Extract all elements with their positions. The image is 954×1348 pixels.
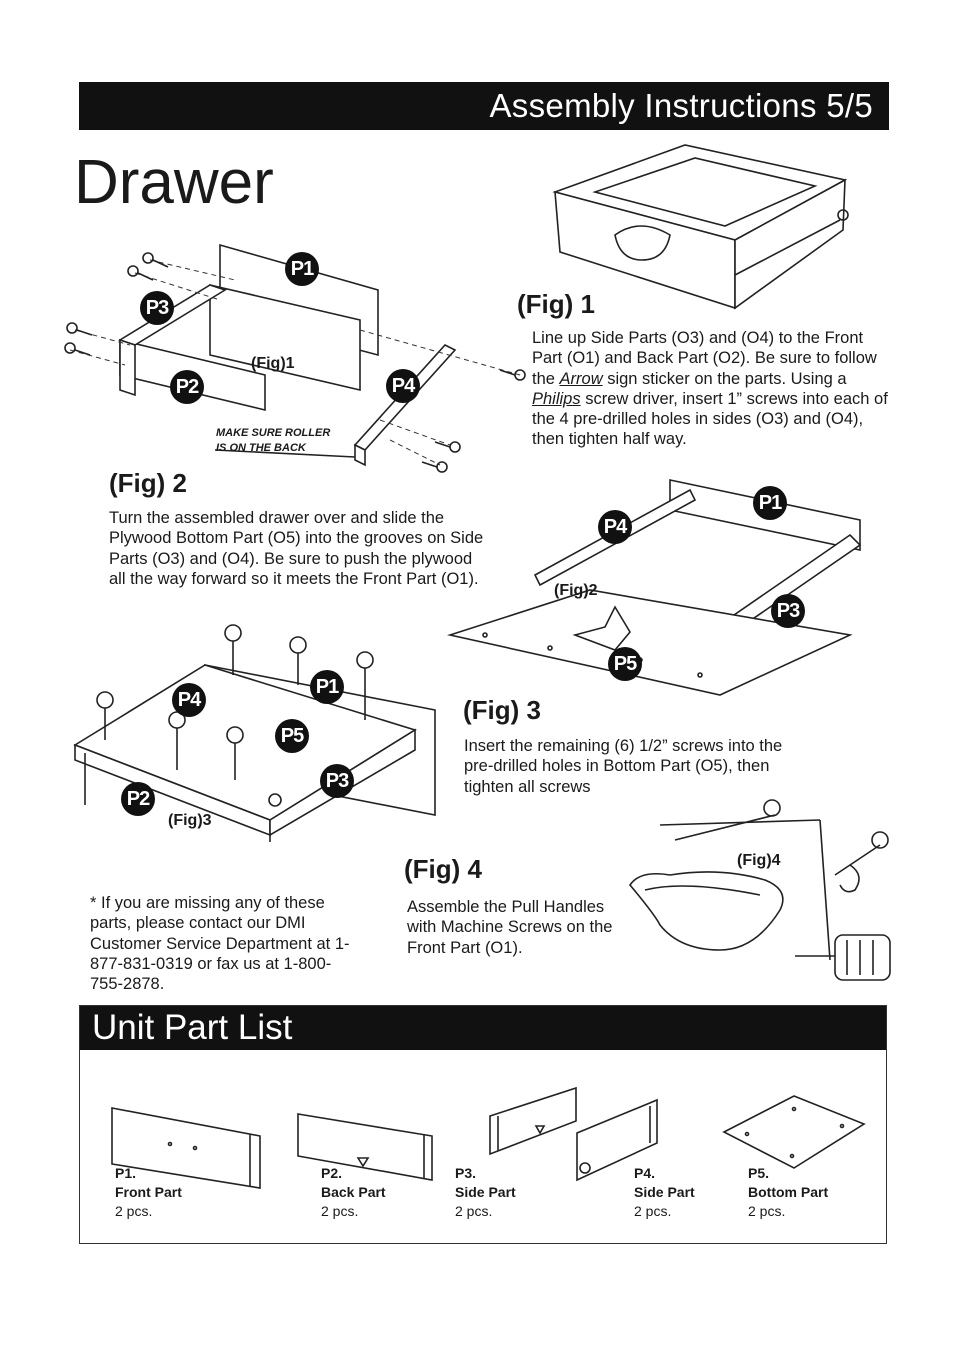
part-p3-id: P3. [455, 1165, 477, 1181]
part-p4-id: P4. [634, 1165, 656, 1181]
fig3-badge-p1: P1 [310, 670, 344, 704]
part-p5-id: P5. [748, 1165, 770, 1181]
fig2-label: (Fig) 2 [109, 468, 187, 498]
fig1-text-part-3: screw driver, insert 1” screws into each… [532, 389, 888, 449]
fig1-text-part-2: sign sticker on the parts. Using a [602, 369, 847, 388]
fig1-badge-p4: P4 [386, 369, 420, 403]
assembled-drawer-illustration [552, 144, 849, 310]
fig2-diagram-caption: (Fig)2 [554, 582, 598, 599]
fig1-text: Line up Side Parts (O3) and (O4) to the … [532, 328, 894, 450]
part-p2-name: Back Part [321, 1184, 386, 1200]
header-title: Assembly Instructions 5/5 [489, 87, 873, 124]
fig3-badge-p5: P5 [275, 719, 309, 753]
part-p3-label: P3. Side Part 2 pcs. [455, 1164, 516, 1221]
missing-parts-note: * If you are missing any of these parts,… [90, 894, 350, 994]
fig1-text-arrow: Arrow [559, 369, 603, 388]
fig2-badge-p4: P4 [598, 510, 632, 544]
fig1-diagram-caption: (Fig)1 [251, 355, 295, 372]
part-p1-front-illustration [111, 1107, 261, 1189]
fig1-label: (Fig) 1 [517, 289, 595, 319]
fig3-badge-p2: P2 [121, 782, 155, 816]
fig4-handle-diagram [629, 799, 891, 981]
fig1-exploded-diagram [64, 243, 526, 473]
part-p5-name: Bottom Part [748, 1184, 829, 1200]
roller-note-line-2: IS ON THE BACK [216, 442, 306, 454]
unit-part-list-title: Unit Part List [92, 1008, 293, 1047]
fig3-badge-p3: P3 [320, 764, 354, 798]
part-p4-name: Side Part [634, 1184, 695, 1200]
fig1-badge-p3: P3 [140, 291, 174, 325]
fig2-text: Turn the assembled drawer over and slide… [109, 509, 484, 588]
fig4-label: (Fig) 4 [404, 854, 482, 884]
fig2-badge-p1: P1 [753, 486, 787, 520]
fig3-label: (Fig) 3 [463, 695, 541, 725]
fig1-text-philips: Philips [532, 389, 581, 408]
part-p4-qty: 2 pcs. [634, 1203, 672, 1219]
part-p5-bottom-illustration [722, 1095, 866, 1169]
unit-part-list: Unit Part List P1. Front Part 2 pcs. P2.… [79, 1005, 887, 1244]
fig2-badge-p3: P3 [771, 594, 805, 628]
part-p1-id: P1. [115, 1165, 137, 1181]
part-p4-side-illustration [576, 1098, 658, 1182]
part-p3-name: Side Part [455, 1184, 516, 1200]
part-p1-label: P1. Front Part 2 pcs. [115, 1164, 182, 1221]
part-p3-qty: 2 pcs. [455, 1203, 493, 1219]
fig2-bottom-insertion-diagram [446, 479, 862, 696]
fig2-badge-p5: P5 [608, 647, 642, 681]
part-p5-qty: 2 pcs. [748, 1203, 786, 1219]
part-p4-label: P4. Side Part 2 pcs. [634, 1164, 695, 1221]
part-p2-label: P2. Back Part 2 pcs. [321, 1164, 386, 1221]
unit-part-list-bar: Unit Part List [80, 1006, 886, 1050]
page-title: Drawer [74, 148, 274, 217]
fig4-text: Assemble the Pull Handles with Machine S… [407, 898, 613, 957]
part-p5-label: P5. Bottom Part 2 pcs. [748, 1164, 828, 1221]
fig1-roller-note: MAKE SURE ROLLER IS ON THE BACK [216, 426, 330, 456]
part-p2-qty: 2 pcs. [321, 1203, 359, 1219]
roller-note-line-1: MAKE SURE ROLLER [216, 427, 331, 439]
part-p1-qty: 2 pcs. [115, 1203, 153, 1219]
part-p2-back-illustration [297, 1113, 433, 1181]
fig3-badge-p4: P4 [172, 683, 206, 717]
part-p1-name: Front Part [115, 1184, 182, 1200]
part-p2-id: P2. [321, 1165, 343, 1181]
fig1-text-part-1: Line up Side Parts (O3) and (O4) to the … [532, 329, 877, 388]
fig3-text: Insert the remaining (6) 1/2” screws int… [464, 737, 783, 796]
fig3-diagram-caption: (Fig)3 [168, 812, 212, 829]
fig1-badge-p2: P2 [170, 370, 204, 404]
header-bar: Assembly Instructions 5/5 [79, 82, 889, 130]
part-p3-side-illustration [489, 1086, 577, 1156]
fig1-badge-p1: P1 [285, 252, 319, 286]
fig4-diagram-caption: (Fig)4 [737, 852, 781, 869]
